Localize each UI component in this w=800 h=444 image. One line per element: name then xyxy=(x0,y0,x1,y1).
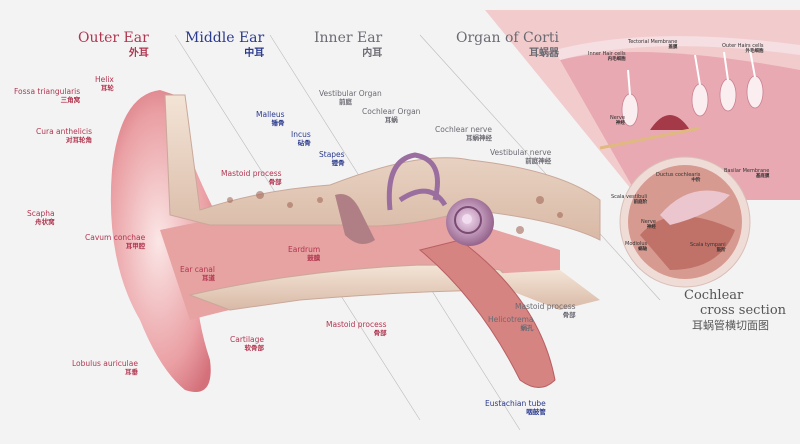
semicircular-canals xyxy=(386,152,448,211)
eustachian-tube xyxy=(418,239,556,388)
ossicles xyxy=(335,194,375,244)
cochlear-cross-section-caption: Cochlear cross section 耳蜗管横切面图 xyxy=(684,288,787,332)
temporal-bone xyxy=(164,94,601,241)
